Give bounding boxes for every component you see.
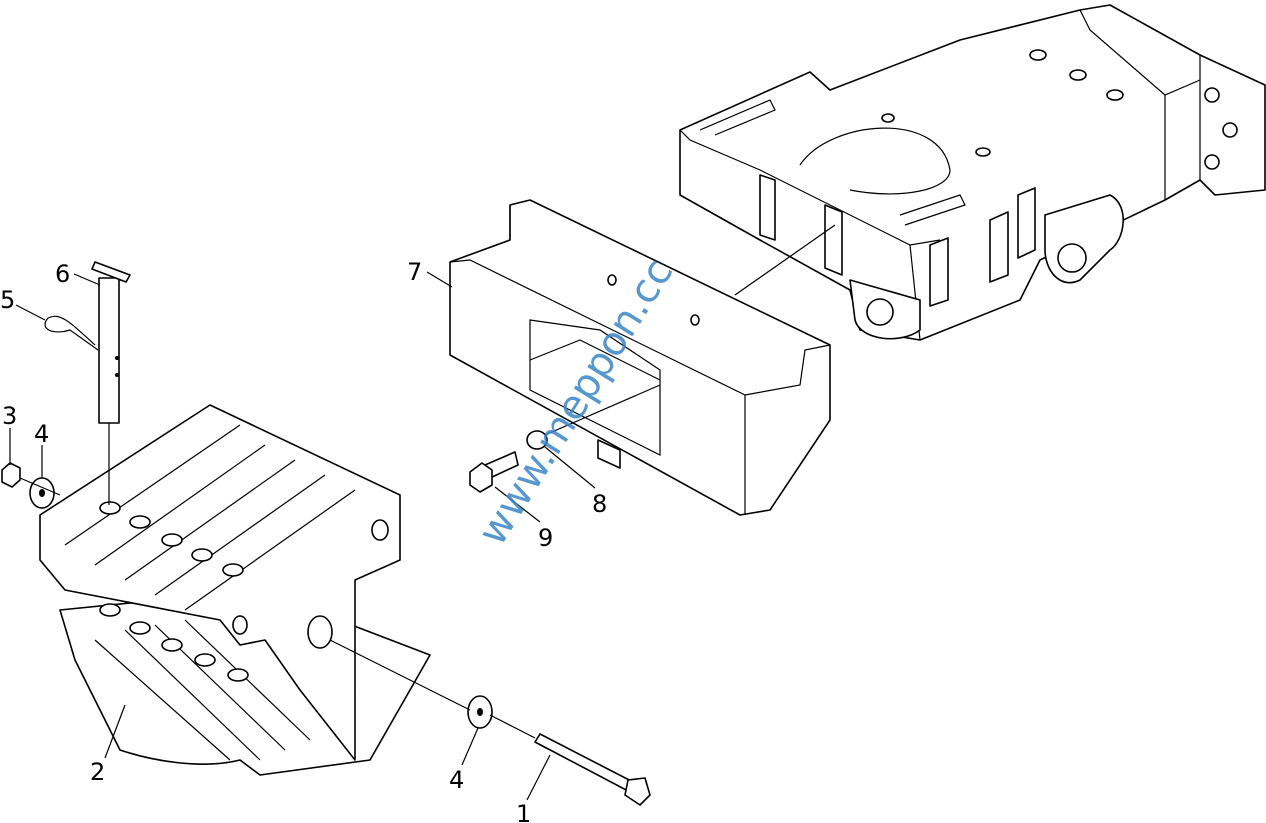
callout-4-left: 4: [34, 420, 49, 448]
callout-2: 2: [90, 758, 105, 786]
callout-4-bottom: 4: [449, 766, 464, 794]
pin: [91, 261, 131, 424]
weight-carrier: [449, 199, 831, 516]
lock-washer: [526, 430, 548, 450]
short-bolt: [469, 451, 519, 493]
front-support-frame: [679, 4, 1266, 341]
callout-6: 6: [55, 260, 70, 288]
callout-1: 1: [516, 800, 531, 823]
callout-7: 7: [407, 258, 422, 286]
linch-pin-clip: [44, 315, 99, 351]
callout-5: 5: [0, 286, 15, 314]
callout-8: 8: [592, 490, 607, 518]
long-bolt: [534, 733, 651, 806]
callout-9: 9: [538, 524, 553, 552]
callout-3: 3: [2, 402, 17, 430]
assembly-lines: [19, 224, 836, 739]
nut: [1, 462, 21, 488]
ballast-weight-stack: [39, 404, 431, 776]
leader-lines: [9, 271, 596, 801]
